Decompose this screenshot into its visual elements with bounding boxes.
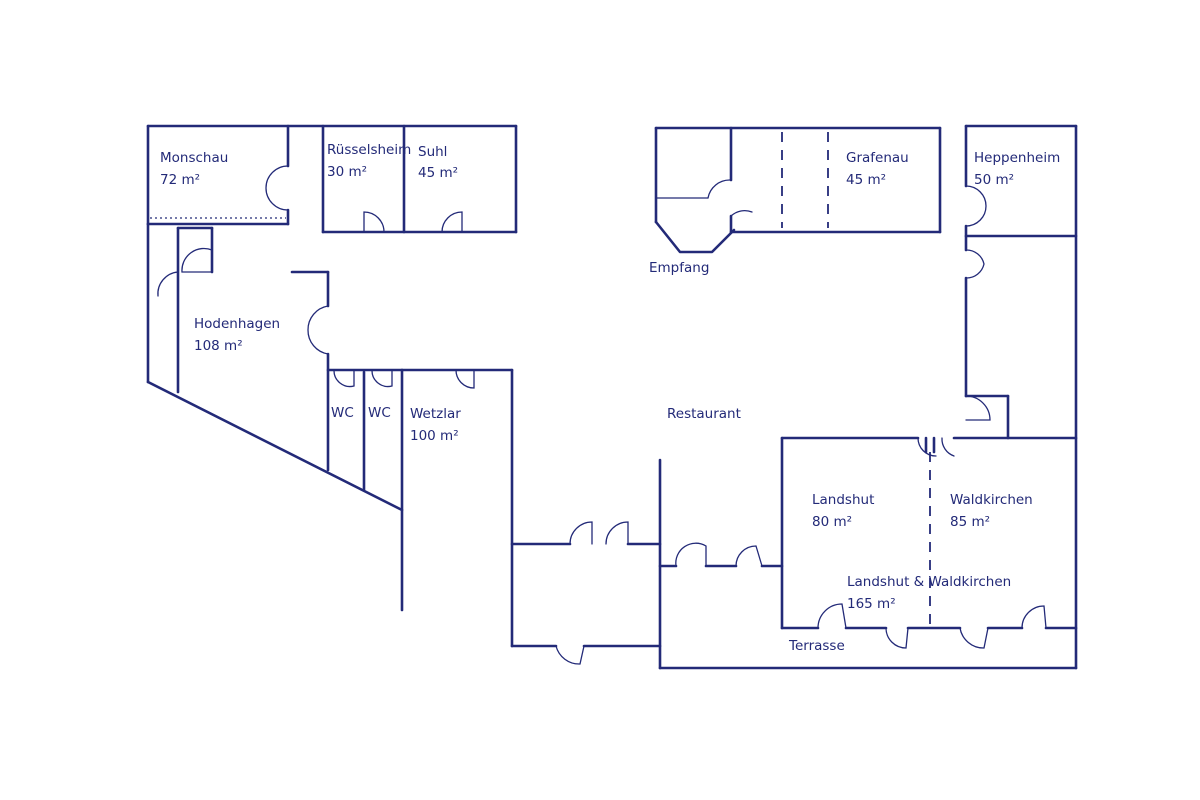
room-area-heppenheim: 50 m² bbox=[974, 172, 1015, 188]
area-label-terrasse: Terrasse bbox=[789, 638, 845, 654]
walls-right-wing bbox=[964, 124, 1078, 670]
area-label-restaurant: Restaurant bbox=[667, 406, 741, 422]
room-name-waldkirchen: Waldkirchen bbox=[950, 492, 1033, 508]
room-area-suhl: 45 m² bbox=[418, 165, 459, 181]
room-name-suhl: Suhl bbox=[418, 144, 448, 160]
room-name-landshut-waldkirchen: Landshut & Waldkirchen bbox=[847, 574, 1012, 590]
room-area-landshut: 80 m² bbox=[812, 514, 853, 530]
room-area-grafenau: 45 m² bbox=[846, 172, 887, 188]
walls-top-center bbox=[654, 126, 942, 254]
room-name-ruesselsheim: Rüsselsheim bbox=[327, 142, 412, 158]
walls-top-left bbox=[146, 124, 518, 234]
room-area-hodenhagen: 108 m² bbox=[194, 338, 243, 354]
walls-connector bbox=[510, 542, 662, 648]
room-area-waldkirchen: 85 m² bbox=[950, 514, 991, 530]
area-label-empfang: Empfang bbox=[649, 260, 710, 276]
walls-bottom-right bbox=[658, 436, 1078, 670]
room-area-ruesselsheim: 30 m² bbox=[327, 164, 368, 180]
room-name-monschau: Monschau bbox=[160, 150, 229, 166]
room-name-landshut: Landshut bbox=[812, 492, 875, 508]
room-name-wc-1: WC bbox=[331, 405, 354, 421]
room-area-wetzlar: 100 m² bbox=[410, 428, 459, 444]
room-name-grafenau: Grafenau bbox=[846, 150, 909, 166]
room-area-monschau: 72 m² bbox=[160, 172, 201, 188]
door-swings bbox=[157, 165, 1047, 665]
room-name-wc-2: WC bbox=[368, 405, 391, 421]
room-name-wetzlar: Wetzlar bbox=[410, 406, 461, 422]
room-area-landshut-waldkirchen: 165 m² bbox=[847, 596, 896, 612]
room-name-heppenheim: Heppenheim bbox=[974, 150, 1061, 166]
room-name-hodenhagen: Hodenhagen bbox=[194, 316, 281, 332]
